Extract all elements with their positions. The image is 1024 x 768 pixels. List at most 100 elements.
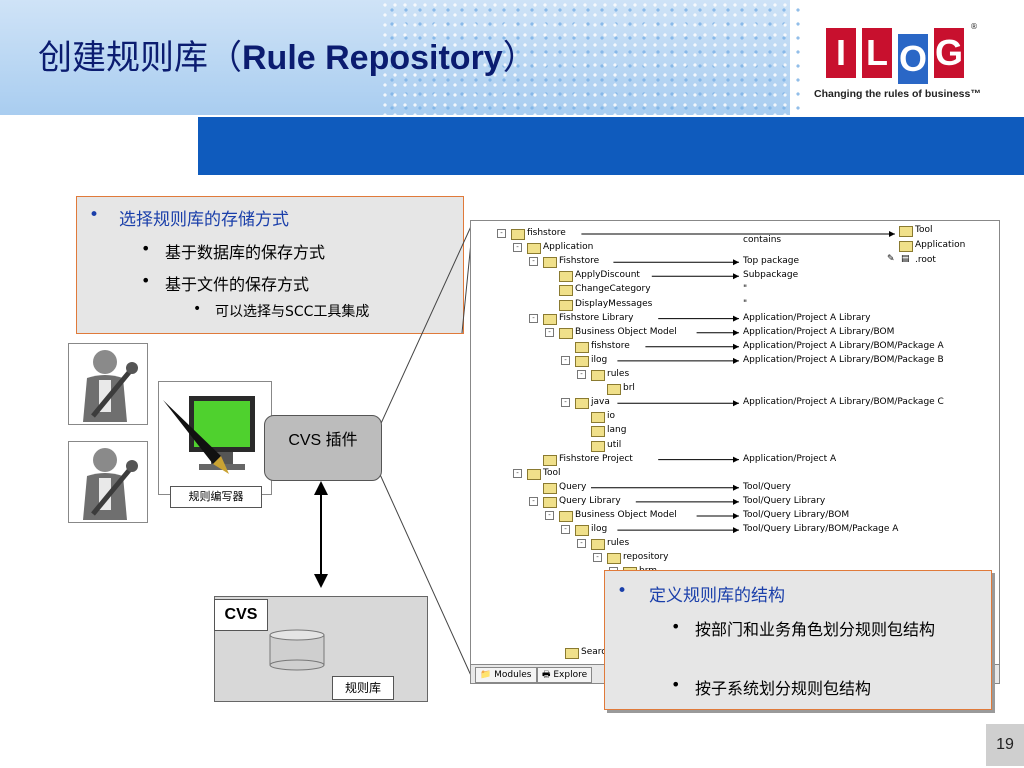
tree-expander[interactable]: -	[593, 553, 602, 563]
tree-node[interactable]: Business Object Model	[575, 326, 677, 337]
folder-icon	[543, 482, 557, 494]
tree-node[interactable]: rules	[607, 538, 630, 549]
tree-expander[interactable]: -	[561, 398, 570, 408]
tree-node[interactable]: ilog	[591, 354, 608, 365]
right-item-tool: Tool	[915, 225, 933, 235]
title-en: Rule Repository	[242, 39, 503, 77]
folder-icon	[543, 313, 557, 325]
tree-arrowhead	[733, 513, 739, 519]
folder-icon	[591, 412, 605, 424]
tree-node[interactable]: util	[607, 439, 622, 450]
tree-annotation: Application/Project A Library/BOM/Packag…	[743, 397, 944, 408]
tree-expander[interactable]: -	[577, 539, 586, 549]
tree-annotation: "	[743, 298, 748, 309]
tree-annotation: Tool/Query Library/BOM	[743, 510, 850, 520]
rule-editor-icon-box	[158, 381, 272, 495]
tree-expander[interactable]: -	[529, 313, 538, 323]
tab-modules-label: Modules	[494, 670, 532, 680]
tree-node[interactable]: Business Object Model	[575, 510, 677, 520]
rule-editor-label: 规则编写器	[170, 486, 262, 508]
tree-expander[interactable]: -	[561, 355, 570, 365]
developer-icon	[68, 343, 148, 425]
tree-node[interactable]: Fishstore Project	[559, 453, 633, 464]
folder-icon	[559, 511, 573, 522]
tree-annotation: Tool/Query Library/BOM/Package A	[743, 524, 899, 535]
tree-expander[interactable]: -	[529, 257, 538, 267]
folder-icon	[543, 496, 557, 508]
tree-node[interactable]: ilog	[591, 524, 608, 535]
tree-node[interactable]: Fishstore Library	[559, 312, 634, 323]
title-close: ）	[502, 38, 537, 78]
tree-arrows	[581, 231, 895, 534]
tree-node[interactable]: Fishstore	[559, 256, 600, 267]
tree-node[interactable]: rules	[607, 369, 630, 379]
tab-explore-label: Explore	[553, 670, 588, 680]
slide-title: 创建规则库（Rule Repository）	[38, 30, 537, 79]
tree-expander[interactable]: -	[561, 525, 570, 535]
tree-arrowhead	[733, 456, 739, 463]
tree-annotation: Subpackage	[743, 270, 799, 281]
tree-arrowhead	[733, 357, 739, 364]
blue-accent-bar	[198, 117, 1024, 175]
tree-expander[interactable]: -	[513, 243, 522, 253]
folder-icon	[559, 271, 573, 283]
box2-bullet1: 定义规则库的结构	[649, 586, 785, 606]
bullet-dot: •	[617, 581, 628, 601]
file-icon: ▤	[901, 254, 910, 264]
tree-node[interactable]: Query	[559, 481, 587, 492]
tree-node[interactable]: Tool	[543, 467, 561, 478]
folder-icon	[607, 553, 621, 565]
folder-icon	[899, 241, 913, 252]
header-dot-pattern	[380, 0, 800, 115]
tree-node[interactable]: lang	[607, 425, 627, 436]
box1-sub1: 基于数据库的保存方式	[165, 243, 326, 262]
tree-node[interactable]: repository	[623, 552, 669, 563]
tree-annotation: "	[743, 284, 748, 295]
folder-icon	[511, 229, 525, 240]
folder-icon	[543, 257, 557, 269]
box1-subsub1: 可以选择与SCC工具集成	[215, 304, 370, 320]
person-wrench-icon	[83, 350, 138, 422]
tree-arrowhead	[733, 259, 739, 266]
tree-annotation: Application/Project A	[743, 453, 837, 464]
right-item-root: .root	[915, 255, 936, 265]
tree-node[interactable]: DisplayMessages	[575, 298, 653, 309]
pencil-icon: ✎	[887, 254, 895, 264]
logo-letter-l: L	[862, 28, 892, 78]
folder-icon	[591, 426, 605, 438]
tree-node[interactable]: fishstore	[591, 340, 630, 351]
logo-letter-g: G	[934, 28, 964, 78]
folder-icon	[591, 440, 605, 452]
tree-node[interactable]: ApplyDiscount	[575, 270, 640, 281]
folder-icon	[527, 468, 541, 480]
tree-node[interactable]: io	[607, 411, 616, 422]
folder-icon	[899, 226, 913, 237]
tree-node[interactable]: Application	[543, 242, 594, 253]
tree-expander[interactable]: -	[513, 468, 522, 478]
tree-annotation: Tool/Query Library	[743, 495, 826, 506]
tree-node-searche[interactable]: Searche	[581, 647, 618, 657]
tree-expander[interactable]: -	[545, 511, 554, 520]
tree-arrowhead	[733, 315, 739, 322]
tree-node[interactable]: java	[591, 397, 610, 408]
tab-explore[interactable]: 🖶 Explore	[537, 667, 593, 683]
tree-node[interactable]: Query Library	[559, 495, 621, 506]
tree-node[interactable]: ChangeCategory	[575, 284, 651, 295]
logo-tagline: Changing the rules of business™	[814, 88, 981, 100]
tree-arrowhead	[733, 400, 739, 407]
tree-expander[interactable]: -	[545, 327, 554, 337]
tree-node[interactable]: brl	[623, 383, 635, 394]
tree-expander[interactable]: -	[577, 370, 586, 379]
box1-bullet1: 选择规则库的存储方式	[119, 210, 289, 230]
folder-icon	[559, 327, 573, 339]
storage-options-box: • 选择规则库的存储方式 • 基于数据库的保存方式 • 基于文件的保存方式 • …	[76, 196, 464, 334]
tab-modules[interactable]: 📁 Modules	[475, 667, 537, 683]
tree-annotation: Top package	[743, 256, 800, 267]
tree-annotation: Application/Project A Library	[743, 312, 871, 323]
tree-expander[interactable]: -	[529, 496, 538, 506]
tree-node[interactable]: fishstore	[527, 228, 566, 238]
tree-expander[interactable]: -	[497, 229, 506, 238]
tree-arrowhead	[733, 273, 739, 280]
folder-icon	[591, 370, 605, 381]
